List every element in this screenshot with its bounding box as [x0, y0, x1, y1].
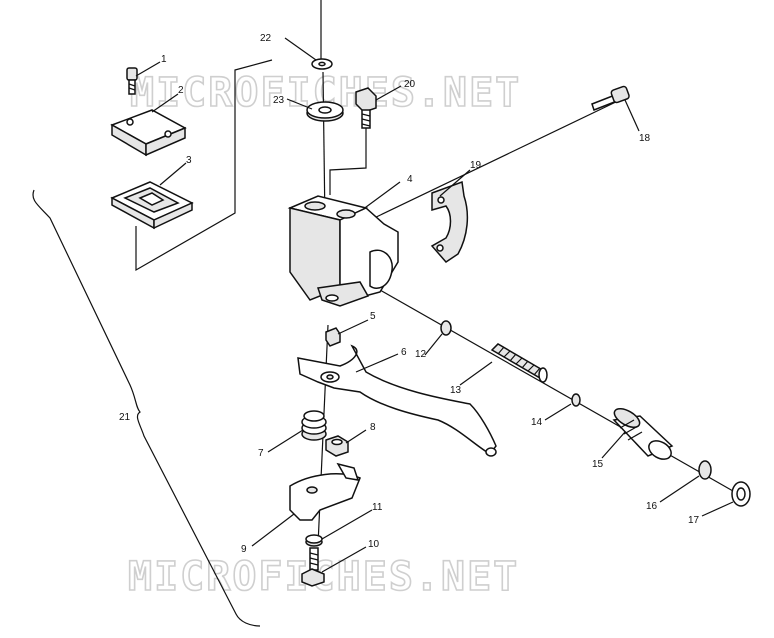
part-12-washer [440, 320, 452, 336]
part-4-master-cylinder [287, 195, 399, 307]
part-7-spring [301, 410, 327, 441]
part-16-seal [698, 460, 712, 480]
leader-lines [135, 37, 734, 573]
callout-8: 8 [370, 422, 376, 433]
part-1-screw [126, 67, 138, 95]
part-20-bolt [355, 87, 377, 129]
part-22-washer-hole [318, 61, 326, 67]
part-15-piston [612, 407, 674, 460]
part-21-group-brace [32, 189, 261, 627]
callout-23: 23 [273, 95, 285, 106]
part-6-brake-lever [297, 344, 497, 457]
part-17-washer [731, 481, 751, 507]
callout-10: 10 [368, 539, 380, 550]
callout-19: 19 [470, 160, 482, 171]
callout-20: 20 [404, 79, 416, 90]
part-2-reservoir-cap [110, 109, 187, 157]
part-11-washer [305, 534, 323, 547]
callout-11: 11 [372, 502, 383, 513]
part-23-seal [306, 101, 344, 122]
callout-1: 1 [161, 54, 167, 65]
callout-15: 15 [592, 459, 604, 470]
part-19-clamp [430, 180, 469, 263]
part-13-spring [490, 343, 548, 383]
callout-22: 22 [260, 33, 272, 44]
part-18-long-bolt [591, 85, 630, 111]
callout-4: 4 [407, 174, 413, 185]
part-5-bushing [325, 327, 341, 347]
callout-17: 17 [688, 515, 700, 526]
callout-labels: 1 2 3 4 5 6 7 8 9 10 11 12 13 14 15 16 1… [119, 33, 700, 555]
part-8-nut [325, 435, 349, 457]
part-10-screw [301, 547, 325, 587]
callout-2: 2 [178, 85, 184, 96]
callout-9: 9 [241, 544, 247, 555]
part-14-washer [571, 393, 581, 407]
callout-5: 5 [370, 311, 376, 322]
part-3-diaphragm [110, 181, 194, 230]
callout-14: 14 [531, 417, 543, 428]
callout-18: 18 [639, 133, 651, 144]
callout-3: 3 [186, 155, 192, 166]
callout-7: 7 [258, 448, 264, 459]
callout-12: 12 [415, 349, 427, 360]
part-9-bracket [289, 462, 361, 521]
callout-16: 16 [646, 501, 658, 512]
callout-21: 21 [119, 412, 131, 423]
callout-13: 13 [450, 385, 462, 396]
callout-6: 6 [401, 347, 407, 358]
